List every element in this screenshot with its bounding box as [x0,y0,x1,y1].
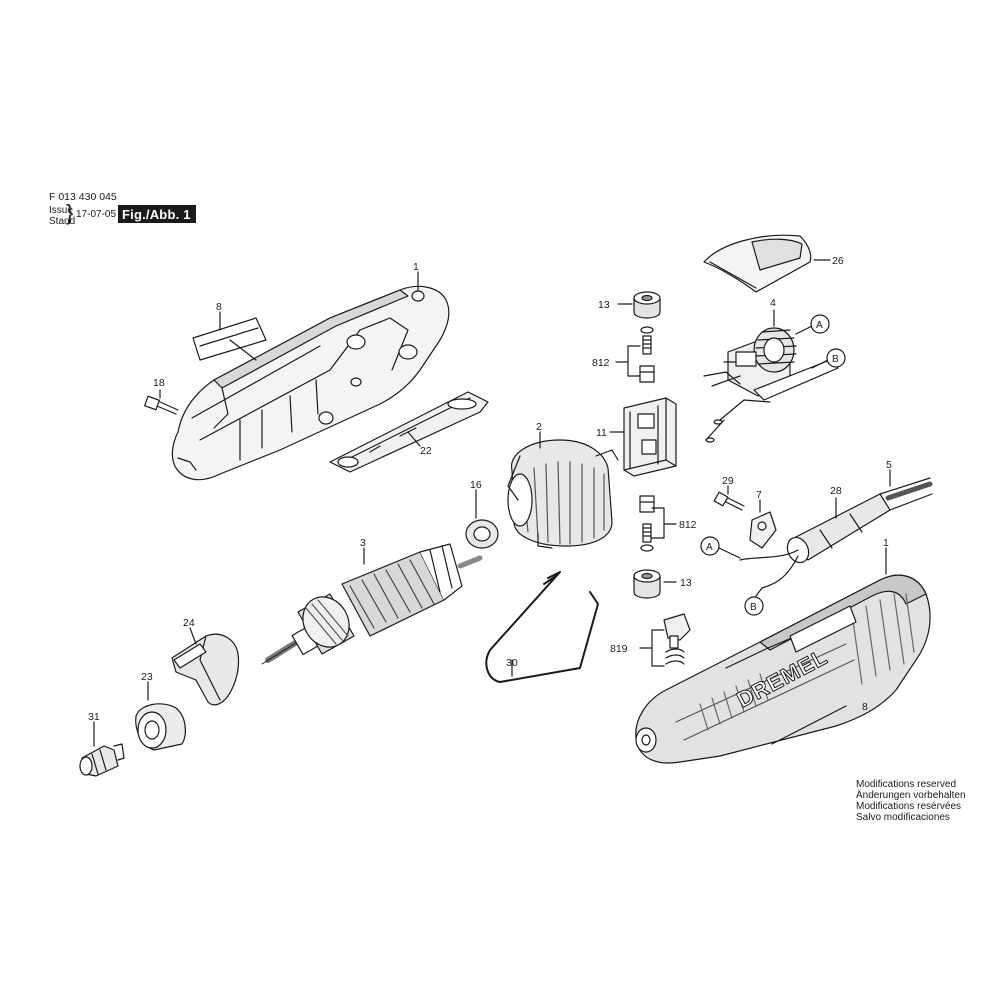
callout-bubble-b-switch: B [832,354,839,365]
issue-label-line2: Stand [49,216,76,227]
notice-line-de: Änderungen vorbehalten [856,790,966,801]
leader-bubble-b-cord [755,587,763,597]
leader-spindle-lock [639,629,665,667]
callout-nut-bottom: 13 [680,577,692,589]
callout-screw: 18 [153,377,165,389]
leader-fan-cover [189,627,197,645]
nut-bottom [633,569,661,599]
leader-bubble-b-switch [811,359,829,369]
callout-plate: 22 [420,445,432,457]
issue-label-line1: Issue [49,205,73,216]
brush-box [623,397,677,477]
leader-bubble-a-cord [718,547,741,559]
figure-label: Fig./Abb. 1 [118,205,196,223]
switch-cover [703,234,812,293]
notice-line-es: Salvo modificaciones [856,812,950,823]
bubble-b-switch-ring [826,348,846,368]
bubble-a-switch-ring [810,314,830,334]
callout-cable-clamp: 7 [756,489,762,501]
fan-cover [171,633,240,706]
washer-top [640,326,654,355]
callout-hanger: 30 [506,657,518,669]
power-cord [879,477,933,511]
callout-spindle-lock: 819 [610,643,628,655]
callout-label-top: 8 [216,301,222,313]
notice-line-fr: Modifications resérvées [856,801,962,812]
leader-label-bottom [771,705,847,745]
leader-label-top [219,311,257,361]
housing-half-top [171,285,450,481]
leader-brush-top [615,345,641,377]
callout-brush-holder-top: 812 [592,357,610,369]
screw-18 [144,395,179,415]
spindle-lock [663,613,691,665]
brush-bottom [639,495,655,552]
callout-armature: 3 [360,537,366,549]
callout-brush-holder-bottom: 812 [679,519,697,531]
callout-nose-cap: 23 [141,671,153,683]
part-number: F 013 430 045 [49,191,117,203]
field-coil [507,439,619,549]
callout-nut-top: 13 [598,299,610,311]
callout-brush-box: 11 [596,427,607,439]
callout-cord: 5 [886,459,892,471]
notice-line-en: Modifications reserved [856,779,957,790]
housing-half-bottom [635,574,931,764]
leader-bubble-a-switch [795,325,813,335]
callout-bearing: 16 [470,479,482,491]
callout-fan-cover: 24 [183,617,195,629]
strain-relief-sleeve [786,493,891,564]
callout-collet-nut: 31 [88,711,100,723]
leader-brush-bottom [651,507,677,539]
label-top [192,317,267,361]
modifications-notice: Modifications reserved Änderungen vorbeh… [856,779,966,823]
callout-label-bottom: 8 [862,701,868,713]
hanger-wire [485,571,599,683]
issue-brace: } [66,200,74,225]
switch-assembly [703,327,839,443]
screw-29 [713,491,745,511]
callout-switch: 4 [770,297,776,309]
callout-bubble-a-switch: A [816,320,823,331]
cable-clamp [749,511,777,549]
armature [261,543,483,665]
nose-cap [135,703,186,751]
cord-wires [739,549,799,589]
callout-bubble-a-cord: A [706,542,713,553]
bubble-a-cord-ring [700,536,720,556]
callout-housing-top: 1 [413,261,419,273]
callout-switch-cover: 26 [832,255,844,267]
callout-housing-bottom: 1 [883,537,889,549]
issue-label: Issue Stand [49,205,75,227]
nut-top [633,291,661,319]
brush-top [639,365,655,383]
callout-bubble-b-cord: B [750,602,757,613]
leader-plate [407,431,421,447]
callout-field: 2 [536,421,542,433]
collet-nut [79,743,125,777]
callout-screw-clamp: 29 [722,475,734,487]
bubble-b-cord-ring [744,596,764,616]
issue-date: 17-07-05 [76,209,117,220]
callout-sleeve: 28 [830,485,842,497]
bearing [465,519,499,549]
